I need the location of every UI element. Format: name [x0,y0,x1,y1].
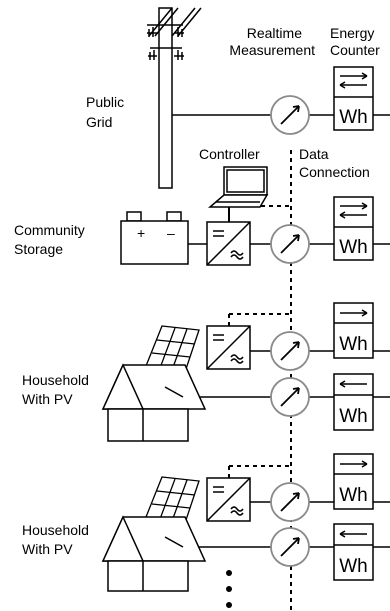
controller-label: Controller [199,146,260,162]
energy-counter-import [333,373,374,431]
energy-counter-unit: Wh [339,237,368,258]
household-a-line2: With PV [22,391,73,407]
community-storage-line2: Storage [14,241,63,257]
energy-counter-export [333,302,374,359]
realtime-meter-icon [270,95,310,135]
energy-counter-bidirectional [333,196,374,261]
realtime-meter-icon [270,527,310,567]
realtime-meter-icon [270,224,310,264]
inverter-icon [206,325,251,370]
battery-icon [120,211,189,265]
public-grid-line1: Public [86,94,124,110]
realtime-meter-icon [270,377,310,417]
continuation-dots [226,570,232,608]
house-icon [101,515,207,592]
energy-counter-unit: Wh [339,485,368,506]
header-energy-line1: Energy [330,25,374,41]
header-energy-line2: Counter [330,42,380,58]
public-grid-line2: Grid [86,114,112,130]
household-b-line1: Household [22,522,89,538]
household-a-line1: Household [22,372,89,388]
laptop-icon [207,166,269,208]
inverter-icon [206,477,251,522]
house-icon [101,363,207,442]
energy-counter-unit: Wh [339,406,368,427]
realtime-meter-icon [270,482,310,522]
battery-minus: – [167,225,175,241]
header-realtime-line2: Measurement [229,42,315,58]
energy-counter-export [333,453,374,510]
community-storage-line1: Community [14,222,85,238]
household-b-line2: With PV [22,541,73,557]
energy-counter-bidirectional [333,66,374,131]
battery-plus: + [137,225,145,241]
data-connection-line2: Connection [299,164,370,180]
data-connection-line1: Data [299,146,329,162]
power-pole-icon [147,7,202,189]
realtime-meter-icon [270,331,310,371]
energy-counter-unit: Wh [339,556,368,577]
energy-counter-unit: Wh [339,334,368,355]
header-realtime-line1: Realtime [247,25,302,41]
energy-counter-import [333,523,374,581]
inverter-icon [206,221,251,266]
energy-counter-unit: Wh [339,107,368,128]
